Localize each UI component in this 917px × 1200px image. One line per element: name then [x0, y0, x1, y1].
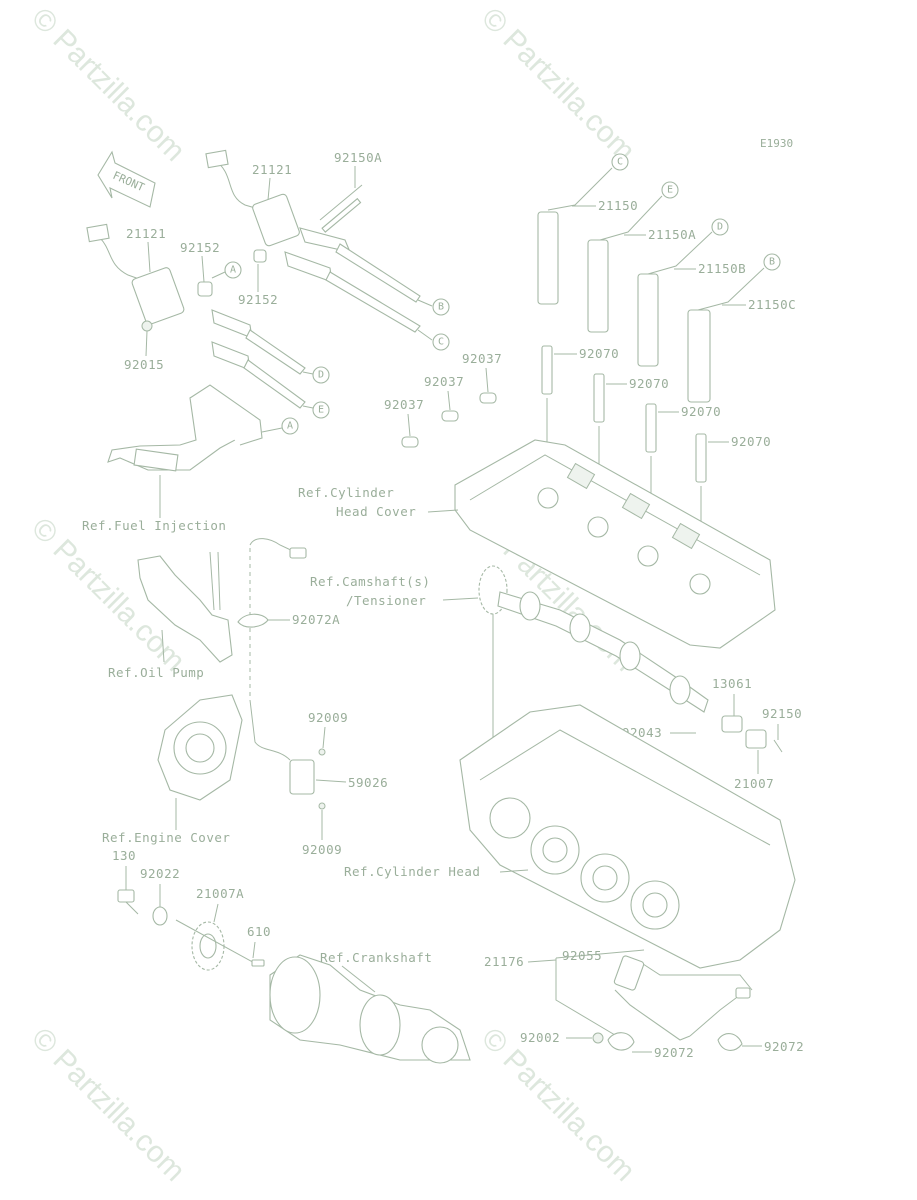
callout-d-right: D: [711, 218, 729, 236]
callout-b-upper: B: [417, 298, 450, 316]
camshaft: [478, 565, 709, 713]
crankshaft: [269, 954, 471, 1064]
cylinder-head-cover: [454, 439, 776, 649]
oil-pump-bracket: [137, 551, 233, 663]
part-label-92152-a: 92152: [180, 240, 220, 255]
cylinder-head: [459, 704, 796, 969]
part-label-92150: 92150: [762, 706, 802, 721]
part-label-92022: 92022: [140, 866, 180, 881]
washer-92022: [152, 906, 168, 926]
svg-text:B: B: [438, 302, 444, 313]
ignition-coil-upper: [205, 149, 421, 333]
engine-cover: [157, 694, 243, 801]
svg-text:E: E: [667, 185, 673, 196]
part-label-92015: 92015: [124, 357, 164, 372]
ref-cyl-cover-2: Head Cover: [336, 504, 416, 519]
part-label-21176: 21176: [484, 954, 524, 969]
part-label-92002: 92002: [520, 1030, 560, 1045]
callout-d-left: D: [302, 366, 330, 384]
svg-text:A: A: [230, 265, 236, 276]
svg-text:D: D: [318, 370, 324, 381]
plug-cap-21150: [537, 167, 613, 305]
part-label-92072-b: 92072: [764, 1039, 804, 1054]
ref-camshaft-2: /Tensioner: [346, 593, 426, 608]
part-label-92009-b: 92009: [302, 842, 342, 857]
temp-sensor-21176: [555, 949, 753, 1051]
part-label-92070-a: 92070: [579, 346, 619, 361]
ignition-coil-lower: [86, 223, 306, 409]
part-label-92072-a: 92072: [654, 1045, 694, 1060]
svg-text:A: A: [287, 421, 293, 432]
front-arrow-icon: FRONT: [97, 150, 156, 208]
part-label-13061: 13061: [712, 676, 752, 691]
ref-cyl-cover-1: Ref.Cylinder: [298, 485, 394, 500]
svg-text:D: D: [717, 222, 723, 233]
bolt-130: [117, 889, 139, 915]
watermark: © Partzilla.com: [25, 1022, 191, 1188]
part-label-59026: 59026: [348, 775, 388, 790]
part-label-92072A: 92072A: [292, 612, 340, 627]
callout-c-upper: C: [417, 329, 450, 351]
ref-cylinder-head: Ref.Cylinder Head: [344, 864, 480, 879]
part-label-92037-c: 92037: [384, 397, 424, 412]
svg-text:B: B: [769, 257, 775, 268]
ref-oil-pump: Ref.Oil Pump: [108, 665, 204, 680]
ref-engine-cover: Ref.Engine Cover: [102, 830, 230, 845]
svg-text:E: E: [318, 405, 324, 416]
sensor-rotor-21007: [745, 729, 767, 749]
part-label-92055: 92055: [562, 948, 602, 963]
part-label-21150C: 21150C: [748, 297, 796, 312]
fuel-injection-bracket: A: [107, 384, 299, 472]
part-label-92009-a: 92009: [308, 710, 348, 725]
watermark: © Partzilla.com: [475, 2, 641, 168]
cam-sensor-wire: [237, 538, 307, 700]
callout-a-upper: A: [211, 261, 242, 279]
part-label-21121-lower: 21121: [126, 226, 166, 241]
part-label-92150A: 92150A: [334, 150, 382, 165]
part-label-21150: 21150: [598, 198, 638, 213]
ref-crankshaft: Ref.Crankshaft: [320, 950, 432, 965]
svg-text:C: C: [617, 157, 623, 168]
part-label-21150B: 21150B: [698, 261, 746, 276]
callout-e-right: E: [661, 181, 679, 199]
part-label-21007A: 21007A: [196, 886, 244, 901]
plug-cap-21150C: [687, 267, 765, 403]
part-label-92070-d: 92070: [731, 434, 771, 449]
part-label-92037-a: 92037: [462, 351, 502, 366]
svg-text:C: C: [438, 337, 444, 348]
part-label-610: 610: [247, 924, 271, 939]
callout-b-right: B: [763, 253, 781, 271]
cam-pin-13061: [721, 715, 743, 733]
crank-sensor: [249, 699, 326, 810]
watermark: © Partzilla.com: [25, 2, 191, 168]
ref-camshaft-1: Ref.Camshaft(s): [310, 574, 430, 589]
part-label-92037-b: 92037: [424, 374, 464, 389]
callout-c-right: C: [611, 153, 629, 171]
callout-e-left: E: [302, 401, 330, 419]
part-label-21007: 21007: [734, 776, 774, 791]
part-label-21150A: 21150A: [648, 227, 696, 242]
part-label-130: 130: [112, 848, 136, 863]
part-label-92070-b: 92070: [629, 376, 669, 391]
diagram-code: E1930: [760, 137, 793, 150]
ref-fuel-injection: Ref.Fuel Injection: [82, 518, 226, 533]
plug-cap-21150B: [637, 231, 713, 367]
part-label-21121-upper: 21121: [252, 162, 292, 177]
part-label-92070-c: 92070: [681, 404, 721, 419]
plug-cap-21150A: [587, 195, 663, 333]
part-label-92152-b: 92152: [238, 292, 278, 307]
timing-rotor-21007A: [191, 921, 225, 971]
